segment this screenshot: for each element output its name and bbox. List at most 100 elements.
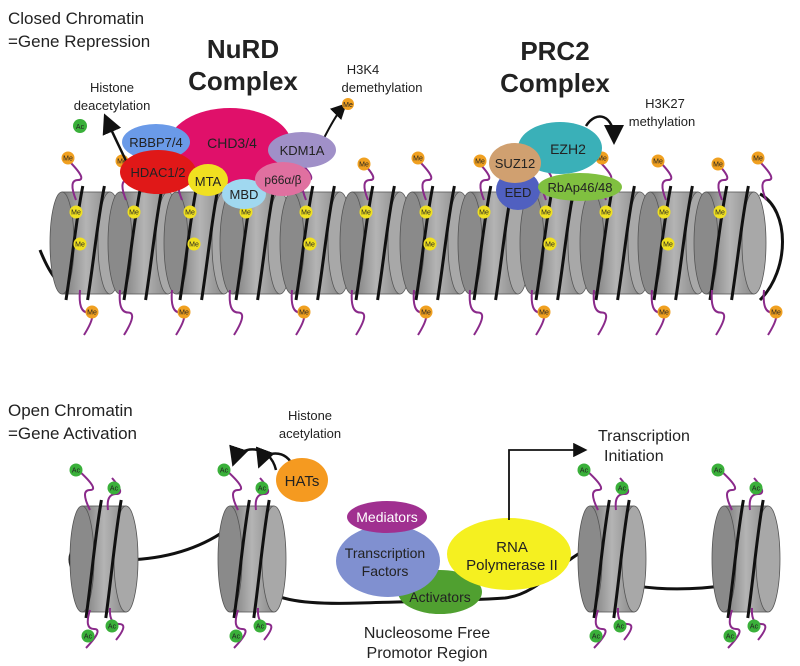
chd-subunit: [168, 108, 292, 184]
hdac-label: HDAC1/2: [131, 165, 186, 180]
histone-tail: [475, 159, 491, 201]
svg-text:Me: Me: [659, 210, 669, 217]
histone-tail: [713, 159, 729, 201]
svg-text:Ac: Ac: [726, 634, 735, 641]
svg-text:Me: Me: [659, 310, 669, 317]
svg-text:Me: Me: [241, 210, 251, 217]
nurd-complex: CHD3/4 RBBP7/4 KDM1A HDAC1/2 MTA MBD p66…: [120, 108, 336, 209]
nucleosome: [69, 499, 139, 619]
svg-text:Ac: Ac: [592, 634, 601, 641]
svg-text:Ac: Ac: [84, 634, 93, 641]
dna-wrap: [612, 499, 631, 619]
svg-text:Me: Me: [185, 210, 195, 217]
svg-text:Me: Me: [179, 310, 189, 317]
me-mark-face: Me: [543, 237, 557, 251]
nucleosome: [457, 185, 531, 301]
dna-wrap: [84, 499, 103, 619]
hats-label: HATs: [285, 473, 320, 490]
rbbp-subunit: [122, 124, 190, 160]
histone-tail: [719, 469, 736, 511]
ac-mark: Ac: [613, 619, 627, 633]
svg-text:Me: Me: [715, 210, 725, 217]
nfr-label-line1: Nucleosome Free: [364, 625, 490, 642]
me-mark: Me: [419, 305, 433, 319]
ac-mark: Ac: [107, 481, 121, 495]
hats-enzyme: HATs: [276, 458, 328, 502]
me-mark: Me: [177, 305, 191, 319]
mbd-subunit: [222, 179, 266, 209]
open-chromatin-array: [69, 499, 781, 619]
me-mark-face: Me: [539, 205, 553, 219]
tf-factor: [336, 525, 440, 597]
dna-wrap: [376, 185, 396, 301]
closed-heading-line2: =Gene Repression: [8, 32, 150, 51]
me-mark: Me: [657, 305, 671, 319]
ac-mark: Ac: [255, 481, 269, 495]
closed-heading-line1: Closed Chromatin: [8, 9, 144, 28]
ezh2-label: EZH2: [550, 141, 586, 157]
dna-wrap: [674, 185, 694, 301]
dna-wrap: [104, 499, 123, 619]
deacetylation-label-line2: deacetylation: [74, 98, 151, 113]
histone-tail: [417, 159, 433, 201]
nucleosome: [219, 185, 293, 301]
histone-tail: [359, 159, 375, 201]
nucleosome: [339, 185, 413, 301]
svg-text:Me: Me: [75, 242, 85, 249]
p66-label: p66α/β: [264, 173, 301, 187]
dna-wrap: [594, 185, 615, 301]
me-mark-face: Me: [477, 205, 491, 219]
histone-tail: [593, 609, 607, 649]
me-mark: Me: [537, 305, 551, 319]
hdac-subunit: [120, 150, 196, 194]
dna-wrap: [64, 185, 85, 301]
me-mark: Me: [411, 151, 425, 165]
ac-mark: Ac: [615, 481, 629, 495]
histone-tail: [710, 289, 726, 336]
suz12-subunit: [489, 143, 541, 183]
mediators-label: Mediators: [356, 509, 417, 525]
me-mark-face: Me: [303, 237, 317, 251]
histone-tail: [228, 289, 244, 336]
chd-label: CHD3/4: [207, 135, 257, 151]
me-mark-face: Me: [187, 237, 201, 251]
nucleosome: [577, 499, 647, 619]
closed-chromatin-array: [38, 185, 784, 302]
svg-text:Me: Me: [71, 210, 81, 217]
me-mark: Me: [357, 157, 371, 171]
svg-text:Me: Me: [479, 210, 489, 217]
svg-text:Me: Me: [771, 310, 781, 317]
ac-mark: Ac: [229, 629, 243, 643]
dna-wrap: [616, 185, 636, 301]
me-mark-face: Me: [713, 205, 727, 219]
me-mark: Me: [711, 157, 725, 171]
me-mark-face: Me: [657, 205, 671, 219]
svg-text:Ac: Ac: [752, 486, 761, 493]
svg-text:Ac: Ac: [256, 624, 265, 631]
tf-label-line2: Factors: [362, 563, 409, 579]
rnapol-label-line2: Polymerase II: [466, 557, 558, 574]
me-mark: Me: [297, 305, 311, 319]
me-mark-face: Me: [69, 205, 83, 219]
svg-text:Me: Me: [597, 156, 607, 163]
suz12-label: SUZ12: [495, 156, 535, 171]
svg-text:Ac: Ac: [220, 468, 229, 475]
me-mark: Me: [473, 154, 487, 168]
prc2-complex: EZH2 SUZ12 EED RbAp46/48: [489, 122, 622, 210]
prc2-title-line1: PRC2: [520, 36, 589, 66]
svg-text:Me: Me: [425, 242, 435, 249]
histone-tail: [256, 607, 273, 641]
histone-tail: [592, 289, 608, 336]
svg-text:Ac: Ac: [618, 486, 627, 493]
me-mark-face: Me: [73, 237, 87, 251]
nucleosome: [107, 185, 181, 301]
dna-wrap: [726, 499, 745, 619]
transcription-machinery: Mediators Transcription Factors RNA Poly…: [336, 501, 571, 614]
svg-text:Me: Me: [541, 210, 551, 217]
ac-mark: Ac: [253, 619, 267, 633]
histone-tail: [750, 607, 767, 641]
histone-tail: [468, 289, 484, 336]
dna-wrap: [86, 185, 106, 301]
svg-text:Me: Me: [421, 310, 431, 317]
histone-tail: [657, 159, 673, 201]
